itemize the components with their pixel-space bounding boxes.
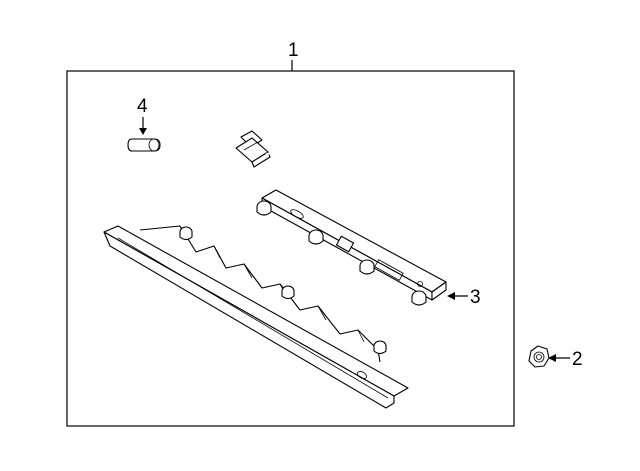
callout-1: 1: [288, 40, 299, 61]
plug-part: [127, 138, 161, 152]
callout-3-arrowhead: [447, 292, 455, 300]
wiring-harness-part: [235, 130, 447, 306]
lamp-housing-part: [103, 225, 409, 409]
assembly-frame: [66, 70, 515, 427]
callout-4-arrowhead: [139, 128, 147, 135]
callout-4: 4: [137, 96, 148, 117]
callout-2: 2: [572, 349, 583, 370]
callout-3: 3: [470, 287, 481, 308]
callout-2-arrowhead: [548, 354, 556, 362]
push-nut-part: [528, 345, 550, 368]
